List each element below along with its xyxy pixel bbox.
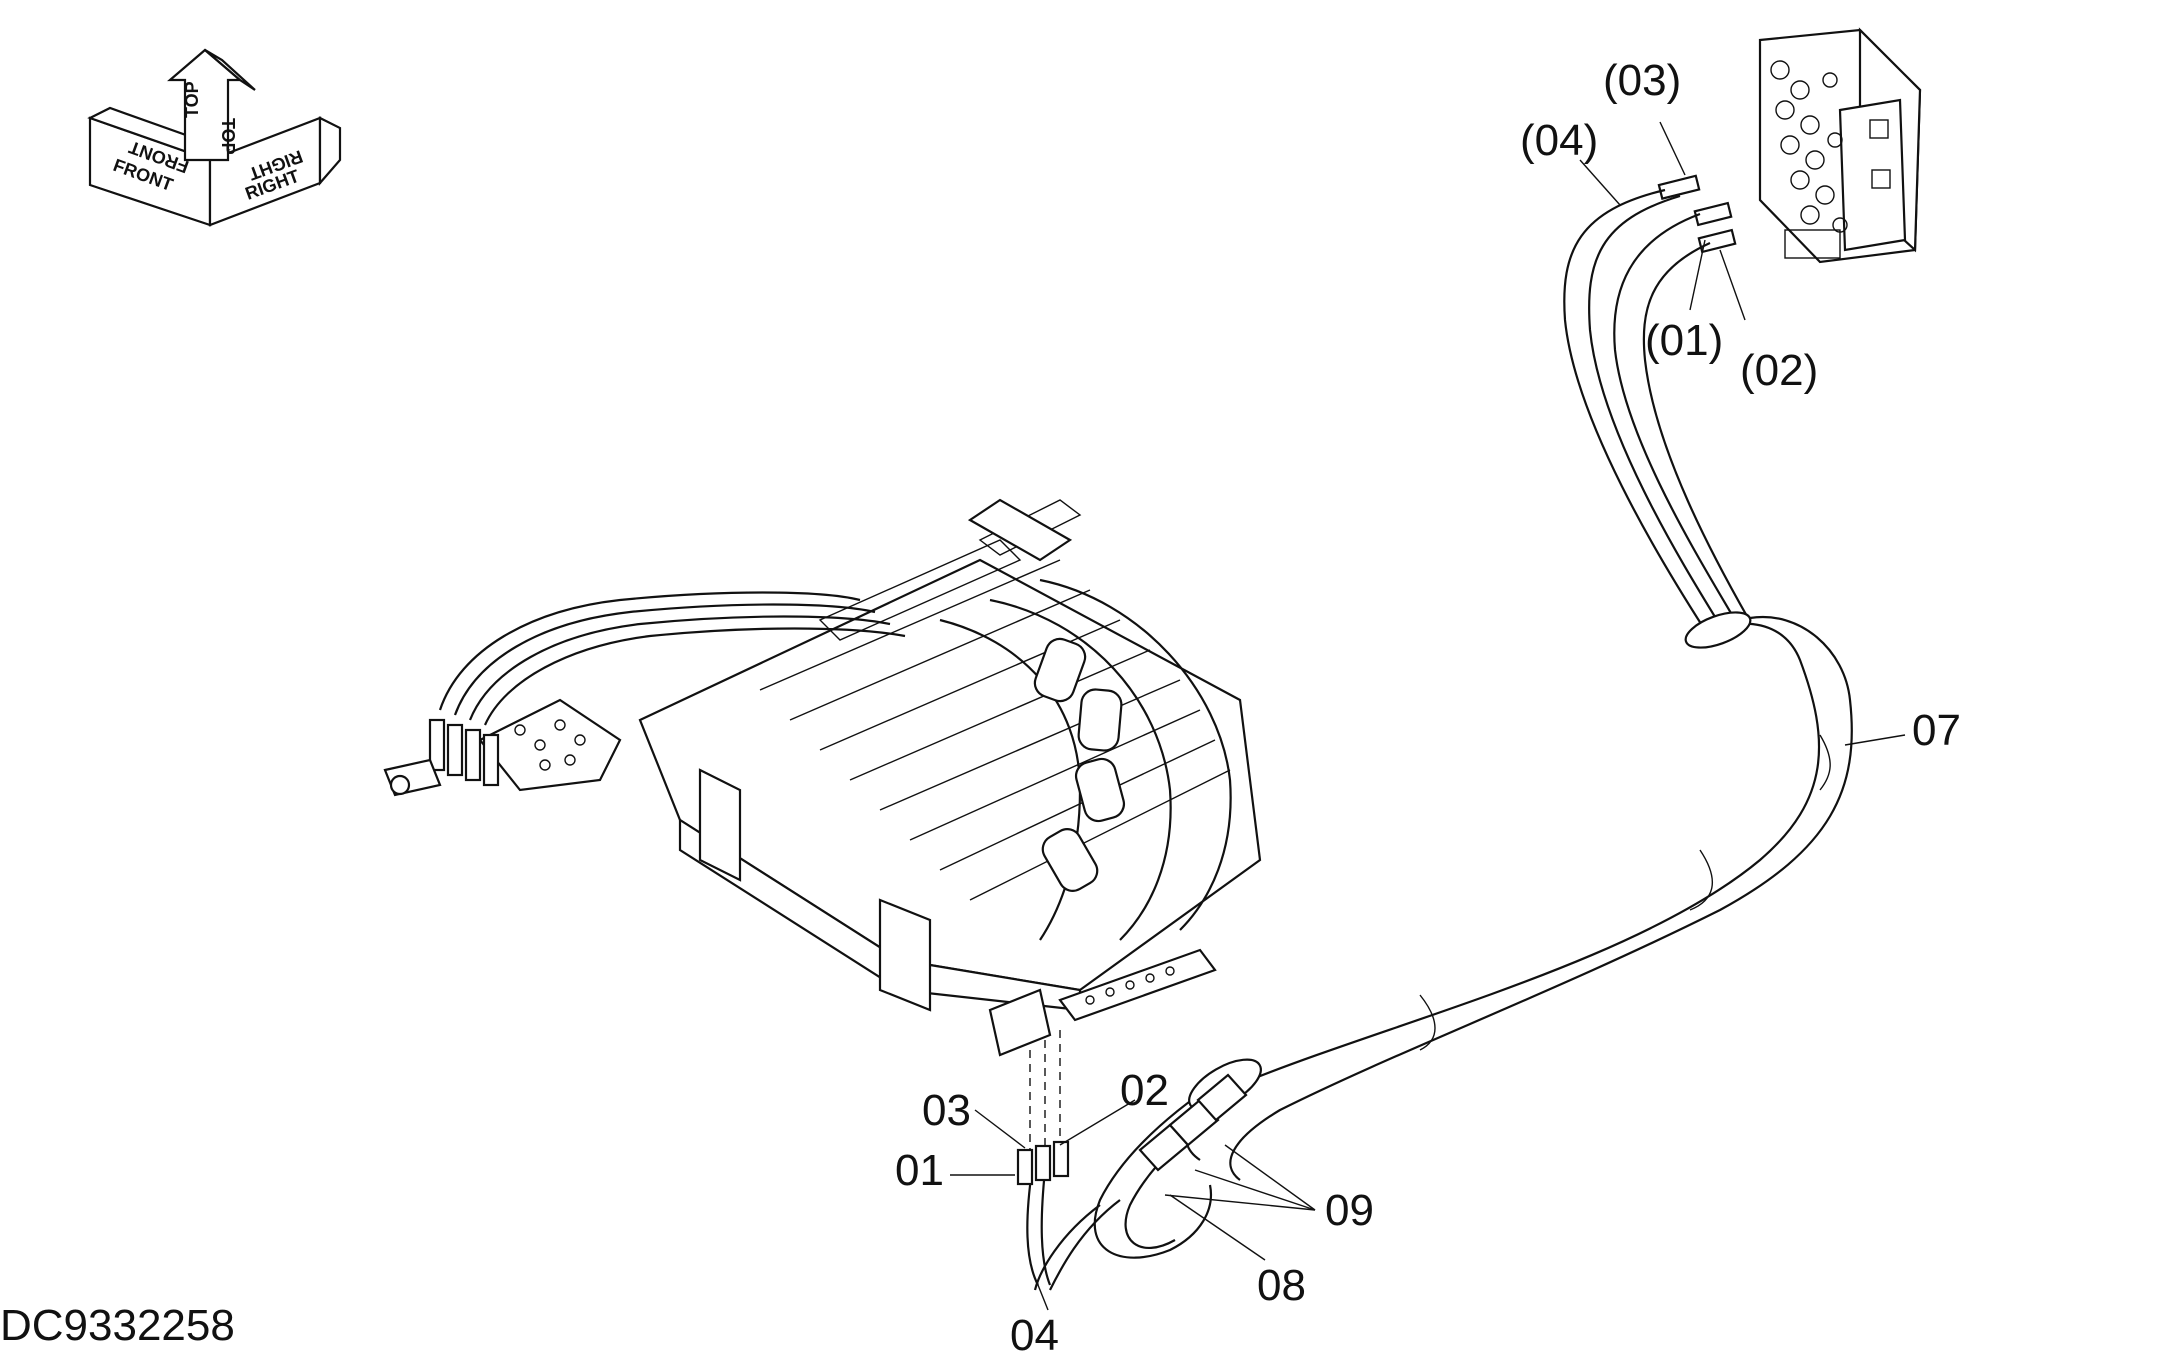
callout-08: 08 [1257,1261,1306,1310]
callout-07: 07 [1912,706,1961,755]
callout-labels: (03) (04) (01) (02) 07 03 02 01 09 08 04 [895,56,1961,1351]
lower-hose-fittings [1016,1030,1070,1186]
valve-hose-fittings [1657,174,1737,254]
drawing-id: DC9332258 [0,1301,235,1350]
orientation-arrow-icon: FRONT FRONT TOP TOP RIGHT RIGHT [87,48,342,227]
callout-p01: (01) [1645,316,1723,365]
orientation-top-label: TOP [182,81,202,118]
callout-p02: (02) [1740,346,1818,395]
orientation-top-label-mirror: TOP [218,118,238,155]
callout-03: 03 [922,1086,971,1135]
callout-p03: (03) [1603,56,1681,105]
cable-carrier-assembly [638,498,1262,1057]
callout-p04: (04) [1520,116,1598,165]
valve-block [1758,27,1922,264]
hose-bundle [1026,188,1853,1291]
callout-09: 09 [1325,1186,1374,1235]
callout-04: 04 [1010,1311,1059,1351]
leader-lines [950,121,1906,1311]
callout-02: 02 [1120,1066,1169,1115]
callout-01: 01 [895,1146,944,1195]
left-hoses-and-plate [383,591,906,797]
